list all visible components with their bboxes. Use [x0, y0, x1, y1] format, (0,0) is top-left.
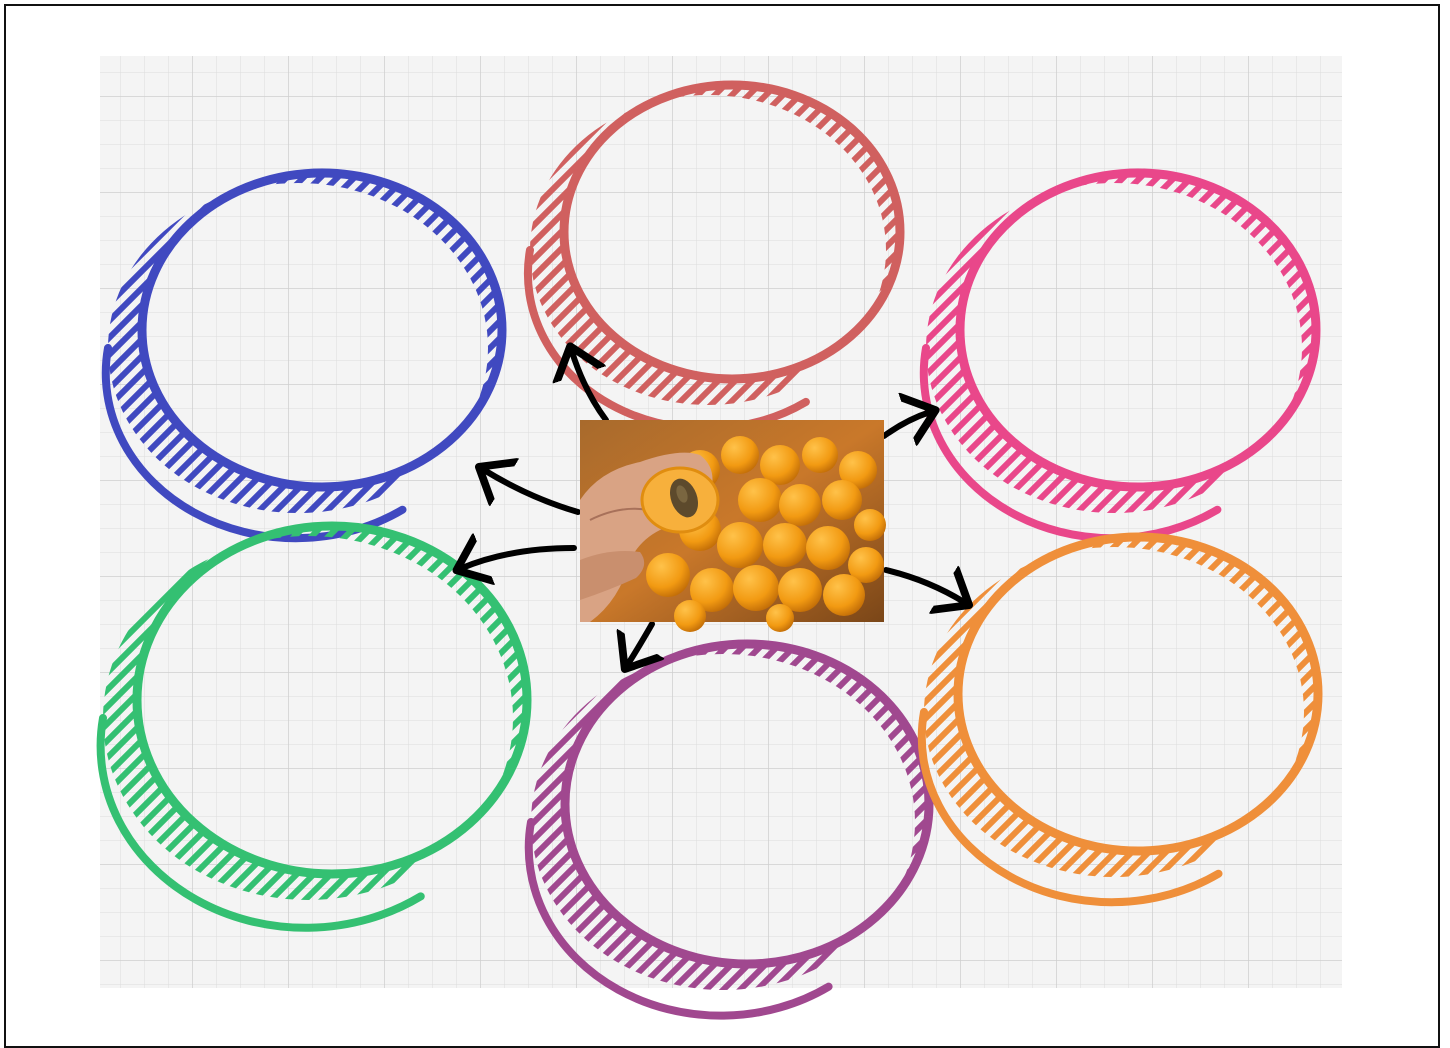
- center-fruit-photo: [580, 420, 886, 632]
- cut-fruit-with-seed: [642, 468, 718, 532]
